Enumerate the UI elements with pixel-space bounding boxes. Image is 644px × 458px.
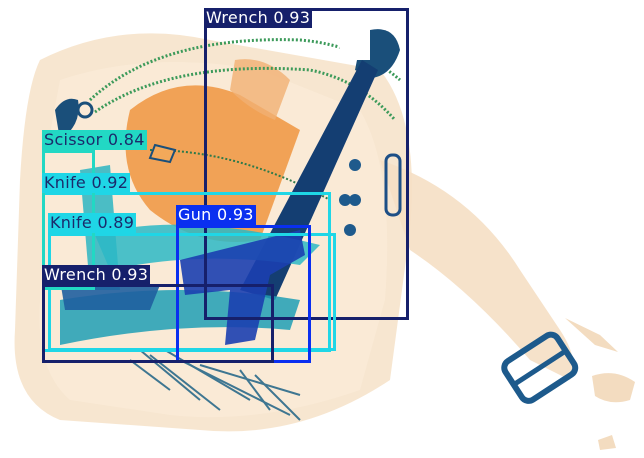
bbox-label-wrench-bottom: Wrench 0.93 (42, 265, 151, 285)
buckle-icon (501, 331, 579, 404)
bbox-label-wrench-top: Wrench 0.93 (204, 8, 313, 28)
bbox-knife-2[interactable] (48, 233, 336, 351)
bbox-wrench-bottom[interactable] (42, 284, 274, 363)
bbox-label-knife-1: Knife 0.92 (42, 173, 131, 193)
bbox-label-scissor: Scissor 0.84 (42, 130, 147, 150)
bbox-label-gun: Gun 0.93 (176, 205, 256, 225)
bbox-label-knife-2: Knife 0.89 (48, 213, 137, 233)
